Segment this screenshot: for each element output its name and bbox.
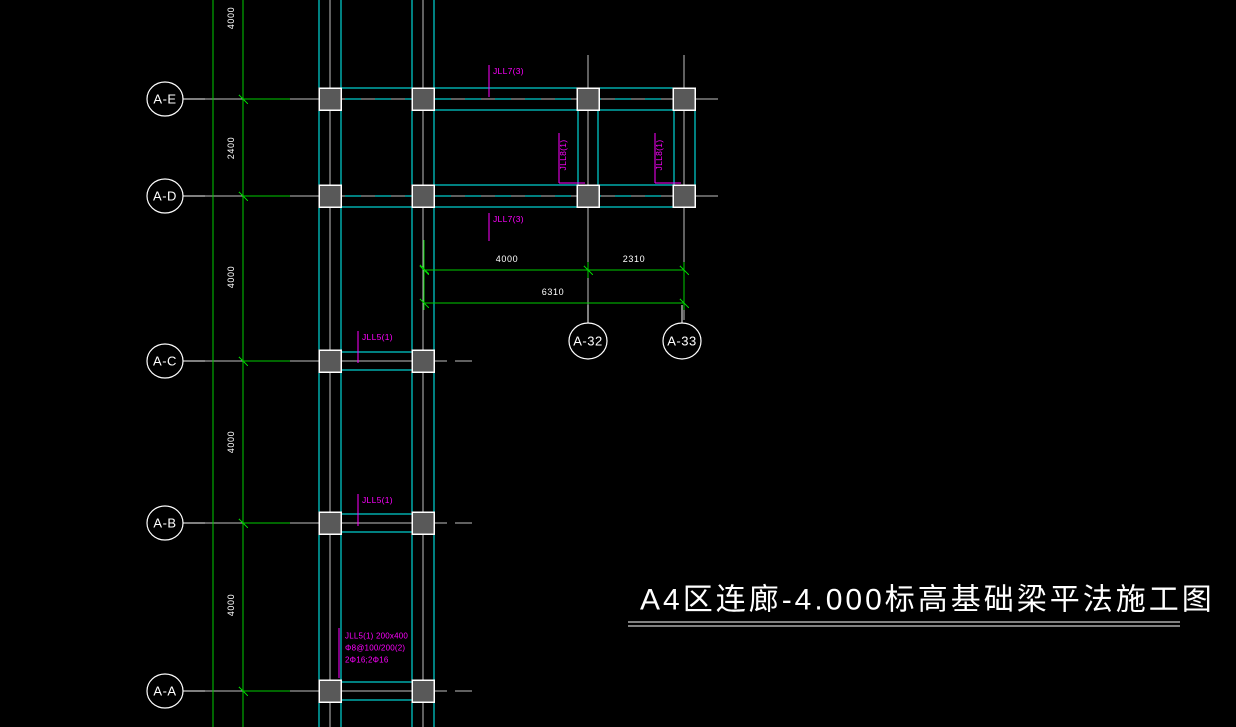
dimension-value: 4000 (226, 266, 236, 288)
dimension-value: 6310 (542, 287, 564, 297)
dimension-value: 4000 (226, 594, 236, 616)
dimension-value: 4000 (496, 254, 518, 264)
axis-bubble-a-b[interactable]: A-B (146, 505, 205, 541)
column-marker (411, 87, 435, 111)
vertical-axis-bubbles: A-32 A-33 (568, 305, 702, 360)
column-marker (411, 679, 435, 703)
drawing-title-block: A4区连廊-4.000标高基础梁平法施工图 (628, 584, 1215, 627)
dimension-value: 4000 (226, 7, 236, 29)
column-marker (672, 184, 696, 208)
column-marker (318, 87, 342, 111)
slash-right-1 (419, 264, 430, 275)
vertical-dimension-texts: 4000 2400 4000 4000 4000 (226, 7, 236, 616)
slash-dim-um (583, 265, 594, 276)
axis-bubble-a-a[interactable]: A-A (146, 673, 205, 709)
beam-label-jll5-lower: JLL5(1) (357, 494, 393, 526)
column-marker (318, 679, 342, 703)
slash-dim-ur (679, 265, 690, 276)
beam-label-jll5-upper: JLL5(1) (357, 331, 393, 363)
slash-ac (238, 356, 249, 367)
dimension-value: 2400 (226, 137, 236, 159)
column-marker (411, 349, 435, 373)
beam-label-text: JLL8(1) (654, 140, 664, 171)
beam-label-text: JLL7(3) (493, 66, 524, 76)
slash-ad (238, 191, 249, 202)
axis-label: A-E (153, 92, 176, 107)
horizontal-dimension-texts: 4000 2310 6310 (496, 254, 645, 297)
axis-bubble-a-c[interactable]: A-C (146, 343, 205, 379)
beam-label-jll7-bottom: JLL7(3) (488, 213, 524, 241)
slash-dim-ul (419, 265, 430, 276)
column-marker (576, 184, 600, 208)
beam-label-text: JLL8(1) (558, 140, 568, 171)
axis-label: A-A (153, 684, 176, 699)
axis-label: A-D (153, 189, 177, 204)
beam-label-jll8-right: JLL8(1) (654, 133, 681, 184)
beam-spec-line: 2Φ16;2Φ16 (345, 656, 389, 665)
axis-label: A-33 (667, 334, 696, 349)
axis-bubble-a-e[interactable]: A-E (146, 81, 205, 117)
column-marker (411, 184, 435, 208)
page-title: A4区连廊-4.000标高基础梁平法施工图 (640, 584, 1215, 617)
column-marker (318, 184, 342, 208)
axis-label: A-32 (573, 334, 602, 349)
grid-lines-layer (185, 0, 718, 727)
horizontal-axis-bubbles: A-E A-D A-C A-B A-A (146, 81, 205, 709)
beam-label-text: JLL5(1) (362, 495, 393, 505)
slash-aa (238, 686, 249, 697)
dimension-tick-slashes (238, 94, 690, 697)
column-marker (411, 511, 435, 535)
beam-spec-line: Φ8@100/200(2) (345, 644, 405, 653)
column-marker (576, 87, 600, 111)
column-marker (318, 349, 342, 373)
dimension-value: 2310 (623, 254, 645, 264)
beam-label-text: JLL5(1) (362, 332, 393, 342)
beam-label-jll7-top: JLL7(3) (488, 65, 524, 97)
axis-label: A-B (153, 516, 176, 531)
beam-centerline-marks (345, 98, 684, 197)
axis-label: A-C (153, 354, 177, 369)
beam-label-jll8-left: JLL8(1) (558, 133, 585, 184)
beam-annotation-layer: JLL7(3) JLL7(3) JLL8(1) JLL8(1) JLL5(1) JLL5(… (357, 65, 681, 526)
slash-ae (238, 94, 249, 105)
slash-right-2 (419, 298, 430, 309)
columns-layer (318, 87, 696, 703)
slash-ab (238, 518, 249, 529)
axis-bubble-a-32[interactable]: A-32 (568, 305, 608, 360)
dimension-layer (212, 0, 685, 727)
slash-dim-tr (679, 298, 690, 309)
column-marker (672, 87, 696, 111)
axis-bubble-a-33[interactable]: A-33 (662, 305, 702, 360)
beam-spec-line: JLL5(1) 200x400 (345, 632, 408, 641)
beam-label-text: JLL7(3) (493, 214, 524, 224)
beam-lines-layer (318, 0, 696, 727)
axis-bubble-a-d[interactable]: A-D (146, 178, 205, 214)
dimension-value: 4000 (226, 431, 236, 453)
column-marker (318, 511, 342, 535)
